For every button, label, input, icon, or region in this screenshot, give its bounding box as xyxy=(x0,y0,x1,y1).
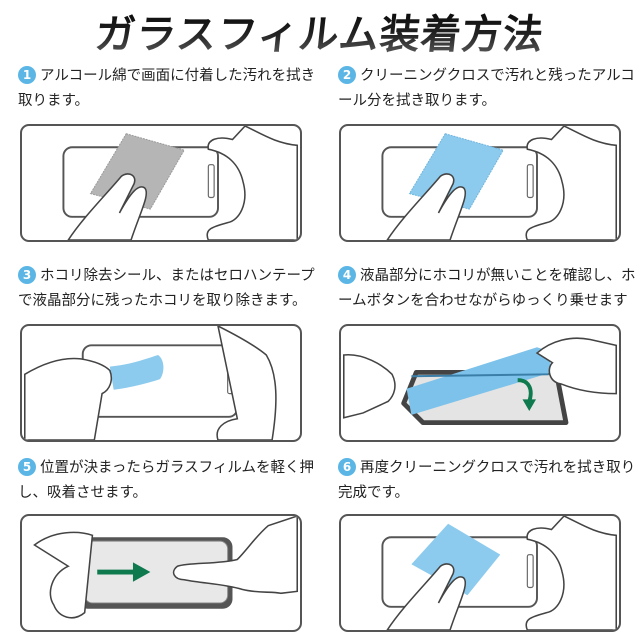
wiping-hand-icon xyxy=(386,173,467,240)
step-number-badge: 4 xyxy=(338,266,356,284)
illustration-gray-cloth-wipe xyxy=(20,124,302,242)
hand-icon xyxy=(24,357,113,440)
holding-hand-icon xyxy=(33,531,94,619)
arrow-down-icon xyxy=(517,378,533,402)
holding-hand-icon xyxy=(525,516,617,630)
holding-hand-icon xyxy=(525,126,617,240)
holding-hand-icon xyxy=(206,126,298,240)
holding-hand-icon xyxy=(535,337,617,395)
step-number-badge: 2 xyxy=(338,66,356,84)
step-number-badge: 6 xyxy=(338,458,356,476)
illustration-dust-sticker xyxy=(20,324,302,442)
step-instruction: クリーニングクロスで汚れと残ったアルコール分を拭き取ります。 xyxy=(338,68,635,109)
wiping-hand-icon xyxy=(386,563,467,630)
page-title: ガラスフィルム装着方法 xyxy=(0,2,640,60)
step-number-badge: 1 xyxy=(18,66,36,84)
wiping-hand-icon xyxy=(67,173,148,240)
dust-sticker-icon xyxy=(109,354,164,390)
blue-cloth-icon xyxy=(411,523,501,596)
holding-hand-icon xyxy=(216,326,277,440)
hand-icon xyxy=(343,354,396,419)
step-instruction: 再度クリーニングクロスで汚れを拭き取り完成です。 xyxy=(338,460,636,501)
pressing-hand-icon xyxy=(172,516,298,595)
step-instruction: アルコール綿で画面に付着した汚れを拭き取ります。 xyxy=(18,68,316,109)
glass-film-icon xyxy=(406,347,552,415)
step-instruction: ホコリ除去シール、またはセロハンテープで液晶部分に残ったホコリを取り除きます。 xyxy=(18,268,315,309)
step-instruction: 位置が決まったらガラスフィルムを軽く押し、吸着させます。 xyxy=(18,460,315,501)
illustration-blue-cloth-wipe xyxy=(339,124,621,242)
illustration-final-wipe xyxy=(339,514,621,632)
illustration-place-film xyxy=(339,324,621,442)
phone-wipe-illustration xyxy=(62,126,298,240)
step-number-badge: 5 xyxy=(18,458,36,476)
step-number-badge: 3 xyxy=(18,266,36,284)
illustration-press-film xyxy=(20,514,302,632)
step-instruction: 液晶部分にホコリが無いことを確認し、ホームボタンを合わせながらゆっくり乗せます xyxy=(338,268,636,309)
